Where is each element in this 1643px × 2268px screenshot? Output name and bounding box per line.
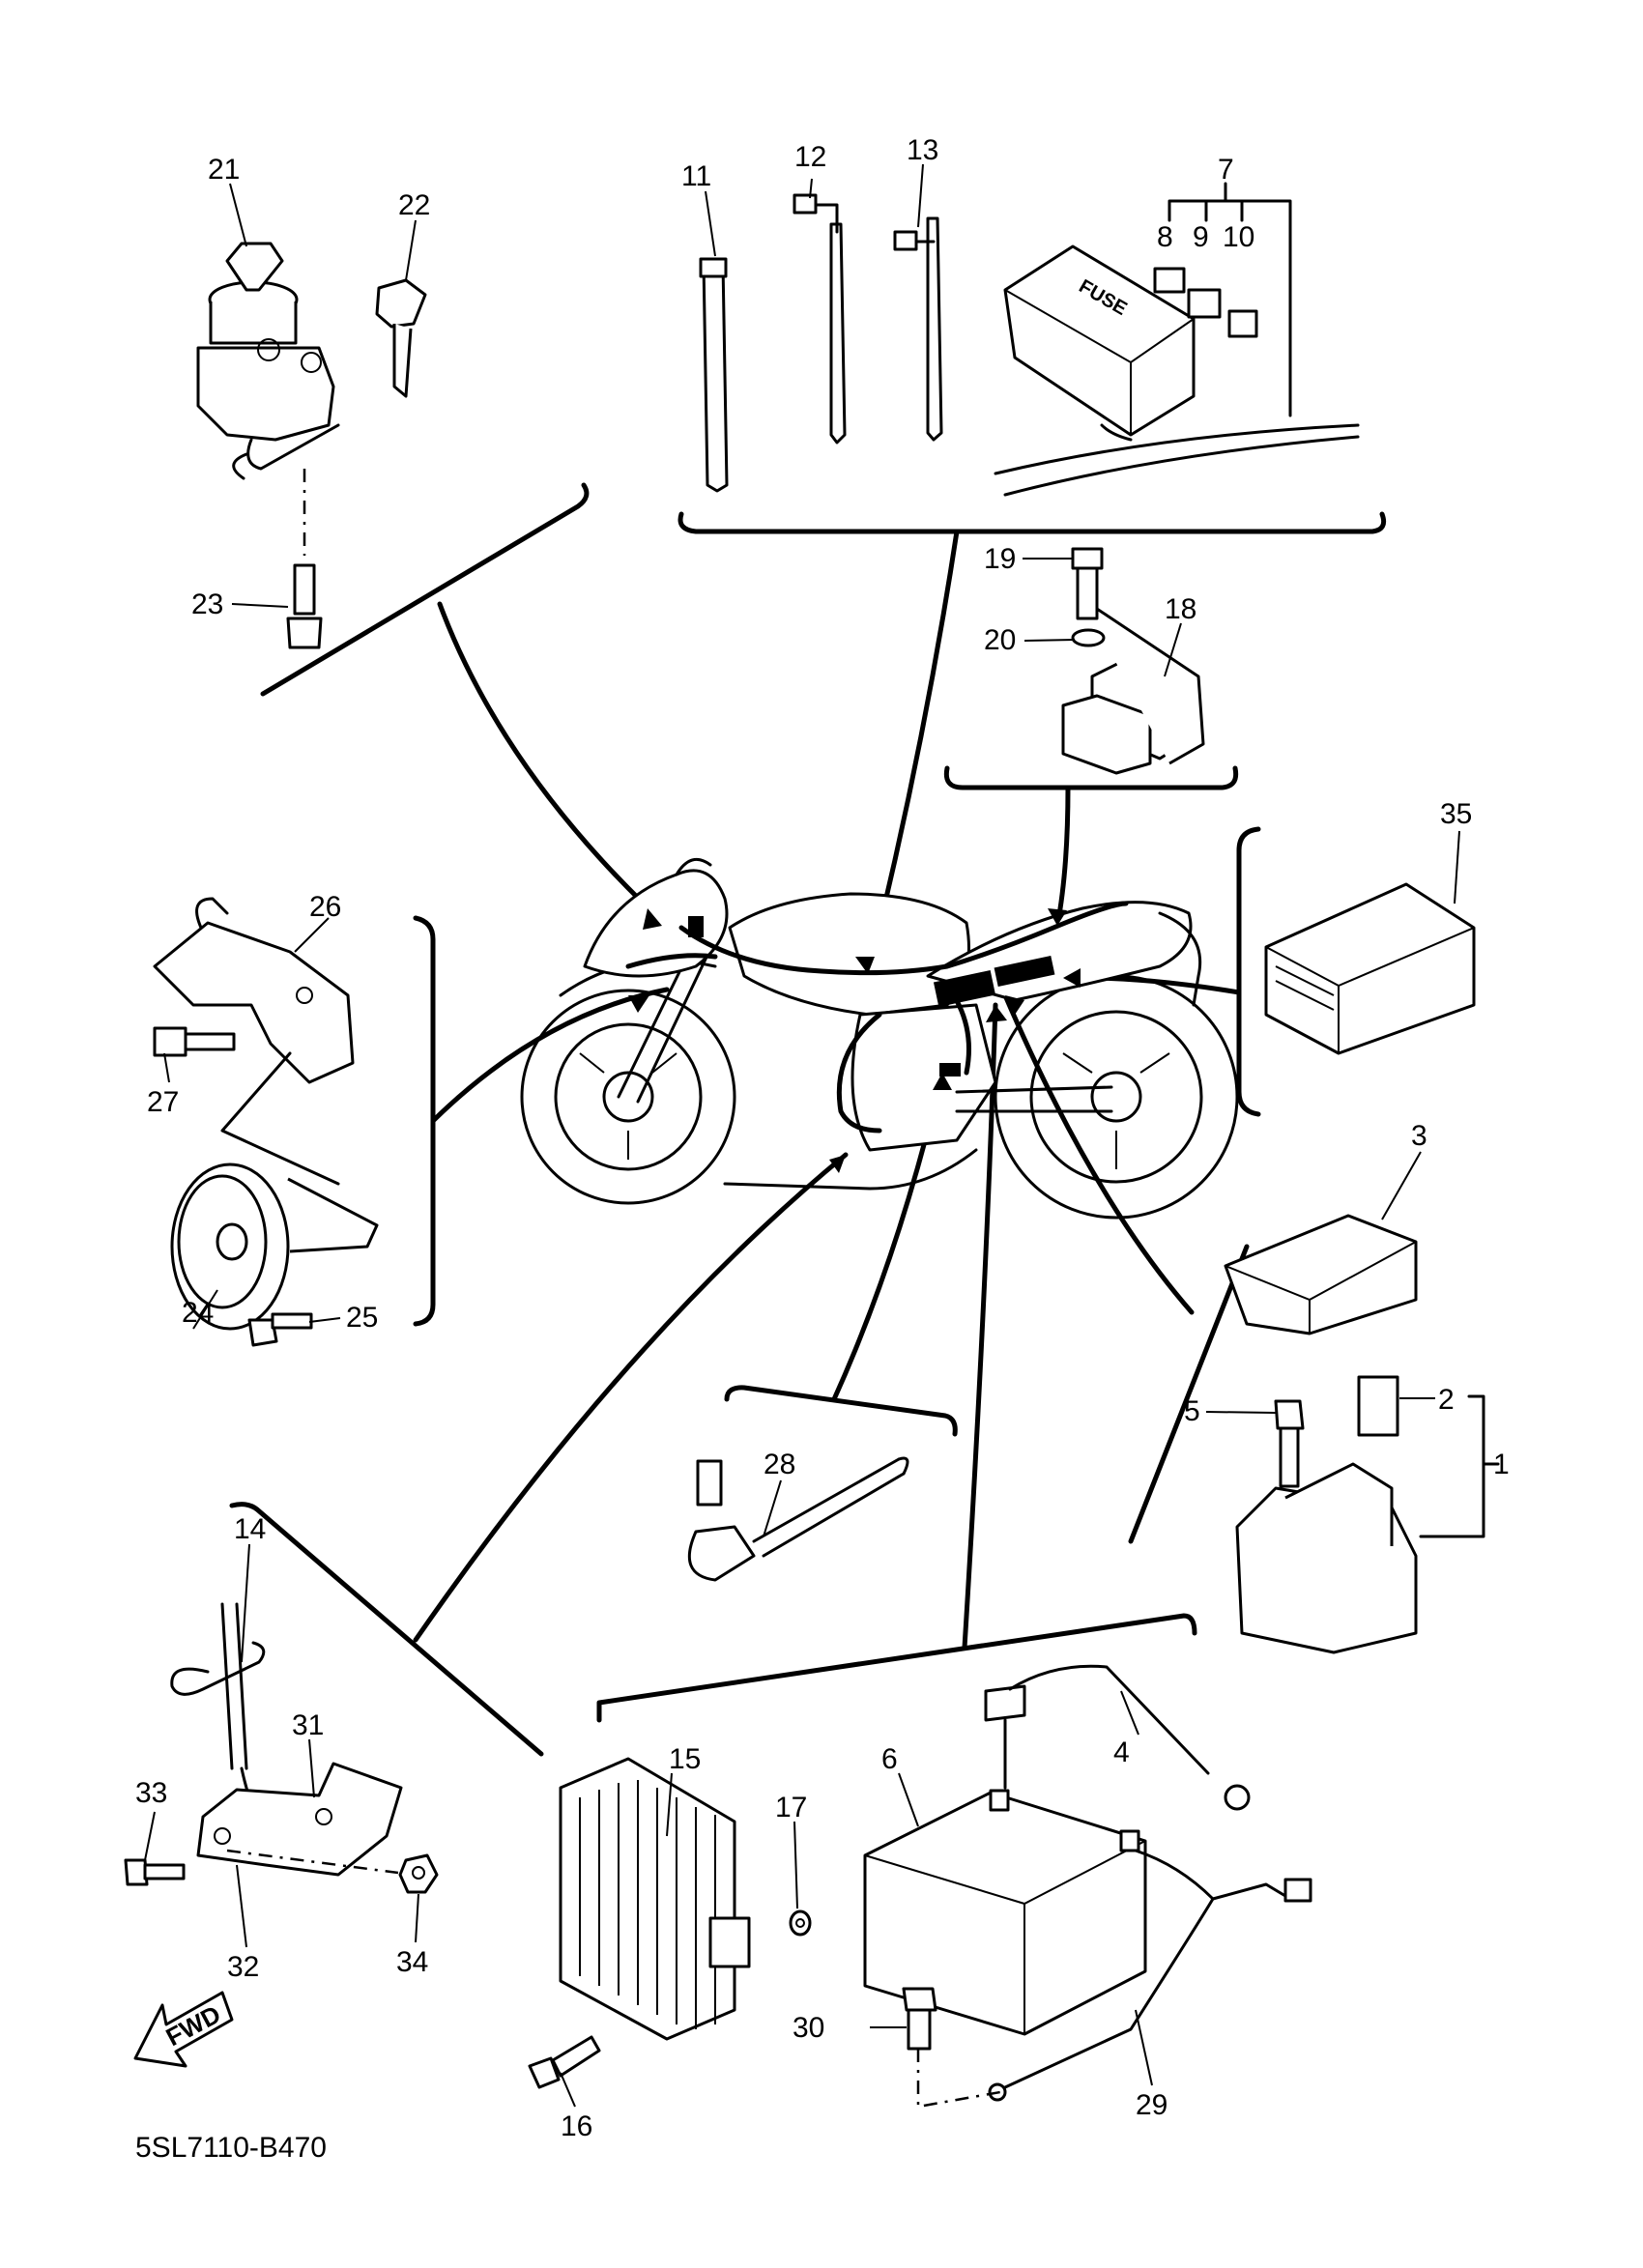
- callout-17: 17: [775, 1792, 807, 1823]
- part-22-key: [375, 278, 427, 398]
- callout-3: 3: [1411, 1120, 1427, 1152]
- part-4-cable: [984, 1664, 1251, 1811]
- callout-32: 32: [227, 1951, 259, 1983]
- part-31-bracket: [196, 1762, 403, 1877]
- part-1-starter-relay: [1235, 1375, 1418, 1654]
- callout-15: 15: [669, 1743, 701, 1775]
- callout-1: 1: [1493, 1449, 1510, 1480]
- part-5-bolt: [1274, 1399, 1305, 1488]
- callout-26: 26: [309, 891, 341, 923]
- motorcycle-outline: [520, 857, 1239, 1220]
- callout-24: 24: [182, 1297, 214, 1329]
- part-6-battery: [863, 1789, 1147, 2036]
- part-28-sensor: [687, 1456, 909, 1582]
- callout-6: 6: [881, 1743, 898, 1775]
- part-25-bolt: [247, 1312, 313, 1347]
- part-7-fuse-box: FUSE: [994, 244, 1360, 497]
- fwd-label: FWD: [161, 1999, 225, 2052]
- callout-25: 25: [346, 1302, 378, 1334]
- callout-23: 23: [191, 589, 223, 620]
- part-18-relay: [1061, 547, 1205, 775]
- callout-11: 11: [681, 160, 711, 192]
- part-16-bolt: [528, 2035, 601, 2089]
- callout-18: 18: [1165, 593, 1196, 625]
- part-24-horn: [170, 1163, 379, 1331]
- part-31-axis: [226, 1849, 399, 1875]
- part-15-rectifier: [559, 1757, 751, 2041]
- part-27-bolt: [153, 1026, 236, 1057]
- part-34-nut: [398, 1853, 439, 1894]
- group-leaders: [229, 482, 1387, 1757]
- part-23-bolt: [286, 469, 323, 649]
- callout-31: 31: [292, 1709, 324, 1741]
- callout-19: 19: [984, 543, 1016, 575]
- callout-33: 33: [135, 1777, 167, 1809]
- part-35-ecu: [1264, 882, 1476, 1055]
- part-3-cover: [1224, 1214, 1418, 1335]
- part-33-bolt: [124, 1858, 186, 1886]
- callout-20: 20: [984, 624, 1016, 656]
- callout-7: 7: [1218, 154, 1234, 186]
- callout-4: 4: [1113, 1737, 1130, 1768]
- diagram-code: 5SL7110-B470: [135, 2132, 327, 2164]
- callout-22: 22: [398, 189, 430, 221]
- callout-16: 16: [561, 2110, 592, 2142]
- callout-14: 14: [234, 1513, 266, 1545]
- callout-35: 35: [1440, 798, 1472, 830]
- parts-cable-ties: [699, 193, 943, 493]
- callout-5: 5: [1184, 1395, 1200, 1427]
- callout-labels: 1 2 3 4 5 6 7 8 9 10 11 12 13 14 15 16 1…: [135, 134, 1510, 2142]
- part-29-cable: [988, 1849, 1312, 2102]
- callout-leaders: [144, 163, 1460, 2108]
- callout-12: 12: [794, 141, 826, 173]
- callout-28: 28: [764, 1449, 795, 1480]
- callout-8: 8: [1157, 221, 1173, 253]
- callout-13: 13: [907, 134, 938, 166]
- fwd-arrow: FWD: [133, 1991, 234, 2068]
- callout-21: 21: [208, 154, 240, 186]
- callout-2: 2: [1438, 1384, 1455, 1416]
- part-21-main-switch: [196, 242, 340, 480]
- part-17-washer: [789, 1909, 812, 1937]
- callout-9: 9: [1193, 221, 1209, 253]
- parts-fuses: [1153, 182, 1292, 417]
- callout-29: 29: [1136, 2089, 1167, 2121]
- part-26-bracket: [153, 897, 355, 1084]
- part-30-bolt: [902, 1987, 1001, 2109]
- horn-assembly-lines: [220, 1051, 340, 1186]
- callout-10: 10: [1223, 221, 1254, 253]
- part-1-bracket: [1419, 1394, 1500, 1538]
- callout-34: 34: [396, 1946, 428, 1978]
- callout-27: 27: [147, 1086, 179, 1118]
- callout-30: 30: [793, 2012, 824, 2044]
